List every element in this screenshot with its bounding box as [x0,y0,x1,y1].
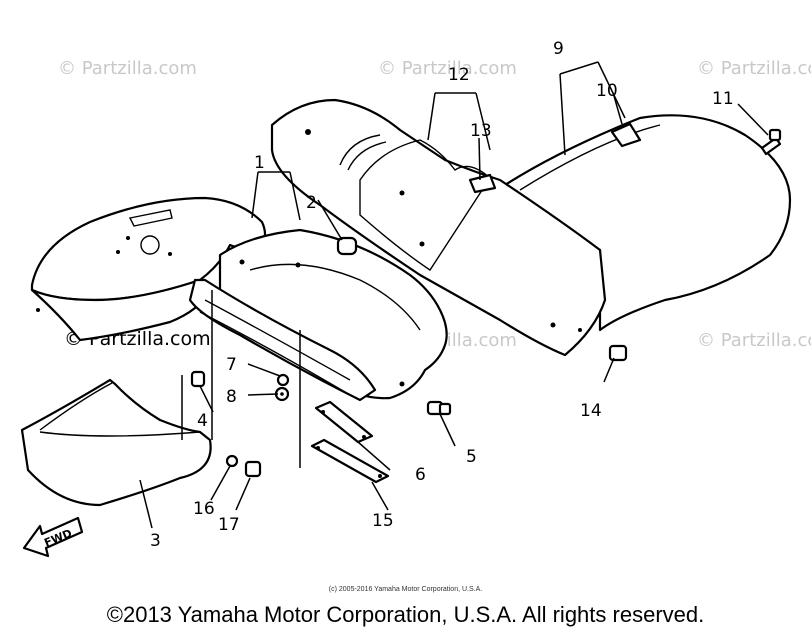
bracket-15-part [310,438,390,484]
callout-15: 15 [372,511,394,531]
callout-10: 10 [596,81,618,101]
callout-13: 13 [470,121,492,141]
callout-5: 5 [466,447,477,467]
watermark-top-center: © Partzilla.com [378,58,517,79]
bolt-11-part [760,128,782,156]
watermark-top-right: © Partzilla.com [697,58,811,79]
front-fender-part [30,196,267,342]
callout-4: 4 [197,411,208,431]
lower-bracket-part [188,278,377,402]
nut-7-part [276,373,290,387]
callout-3: 3 [150,531,161,551]
bolt-14-part [608,344,628,362]
seat-part [503,114,792,332]
bolt-5-part [426,400,452,416]
footer-copyright: ©2013 Yamaha Motor Corporation, U.S.A. A… [106,602,705,627]
fwd-arrow-icon: FWD [22,516,84,558]
bolt-17-part [244,460,262,478]
bracket-6-part [314,400,374,444]
callout-7: 7 [226,355,237,375]
callout-16: 16 [193,499,215,519]
small-copyright: (c) 2005-2016 Yamaha Motor Corporation, … [328,586,483,593]
watermark-middle-right: © Partzilla.com [697,330,811,351]
leader-lines [139,61,769,529]
callout-17: 17 [218,515,240,535]
watermark-top-left: © Partzilla.com [58,58,197,79]
callout-12: 12 [448,65,470,85]
grommet-2-part [336,236,358,256]
callout-14: 14 [580,401,602,421]
fwd-label: FWD [42,527,74,550]
callout-9: 9 [553,39,564,59]
under-cover-part [20,378,212,507]
callout-6: 6 [415,465,426,485]
side-cover-part [270,98,607,357]
callout-11: 11 [712,89,734,109]
collar-4-part [190,370,206,388]
callout-8: 8 [226,387,237,407]
washer-16-part [225,454,239,468]
callout-1: 1 [254,153,265,173]
callout-2: 2 [306,193,317,213]
